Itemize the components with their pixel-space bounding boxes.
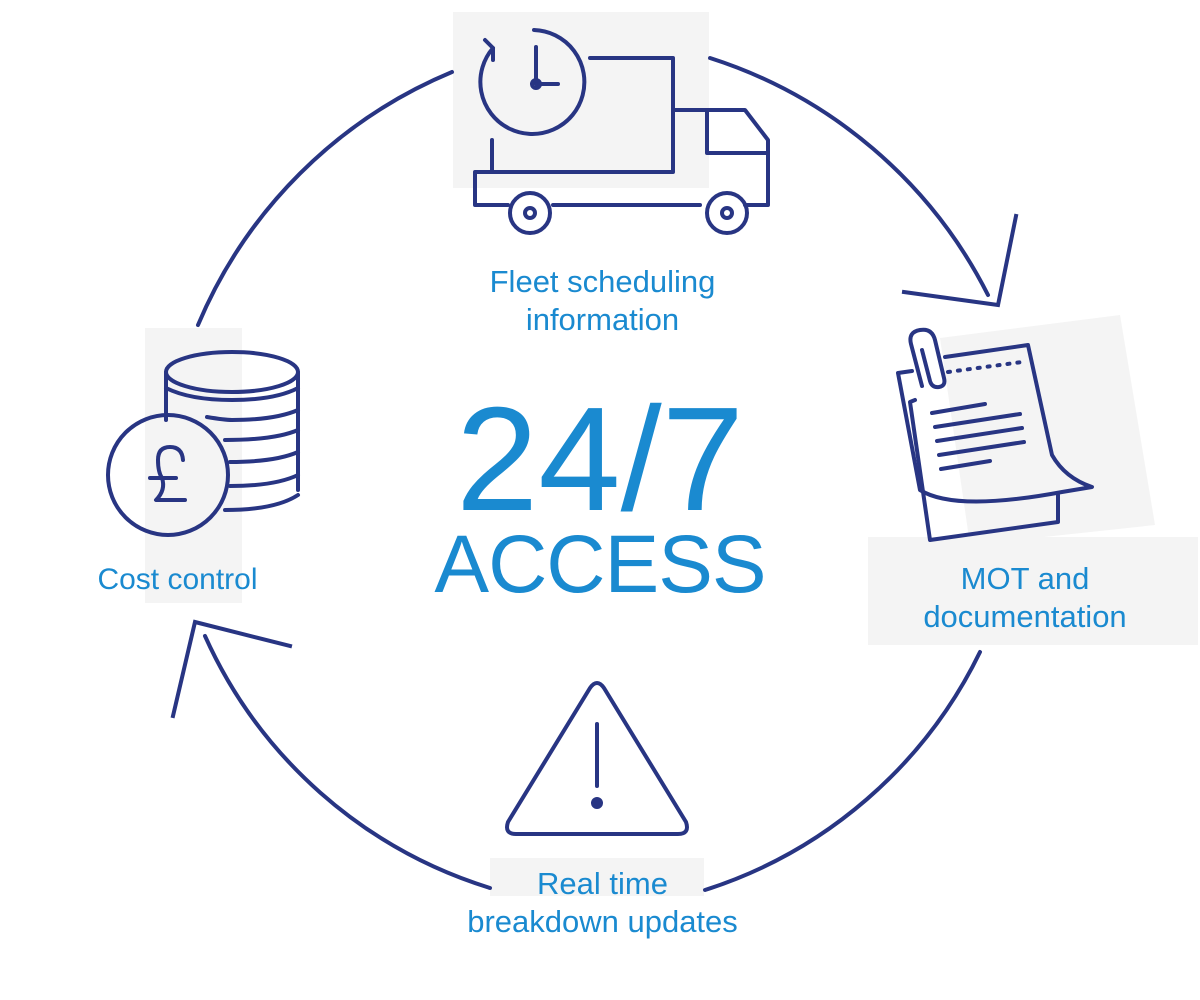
truck-clock-icon: [473, 28, 770, 235]
arrowhead-left: [170, 619, 293, 719]
document-clip-icon: [896, 327, 1094, 542]
breakdown-label-line2: breakdown updates: [467, 904, 738, 939]
fleet-label-line2: information: [525, 302, 680, 337]
fleet-label-line1: Fleet scheduling: [489, 264, 716, 299]
breakdown-label-line1: Real time: [537, 866, 668, 901]
arc-top-right: [708, 56, 990, 297]
arc-top-left: [196, 70, 454, 327]
arc-bottom-right: [703, 650, 982, 892]
cost-control-label: Cost control: [60, 562, 295, 598]
warning-triangle-icon: [505, 681, 689, 836]
breakdown-label-panel: [490, 858, 704, 896]
cycle-arcs: [196, 56, 990, 892]
mot-label-line2: documentation: [923, 599, 1127, 634]
mot-label-line1: MOT and: [960, 561, 1090, 596]
cycle-arrowheads: [170, 213, 1019, 719]
breakdown-updates-label: Real time breakdown updates: [420, 865, 785, 941]
center-headline: 24/7: [455, 377, 745, 542]
mot-documentation-label: MOT and documentation: [880, 560, 1170, 636]
coins-pound-icon: [106, 350, 300, 537]
arc-bottom-left: [203, 634, 492, 890]
arrowhead-right: [901, 213, 1019, 308]
cost-label-line1: Cost control: [97, 563, 258, 596]
center-subline: ACCESS: [434, 519, 766, 610]
fleet-scheduling-label: Fleet scheduling information: [430, 263, 775, 339]
mot-label-panel: [868, 537, 1198, 645]
